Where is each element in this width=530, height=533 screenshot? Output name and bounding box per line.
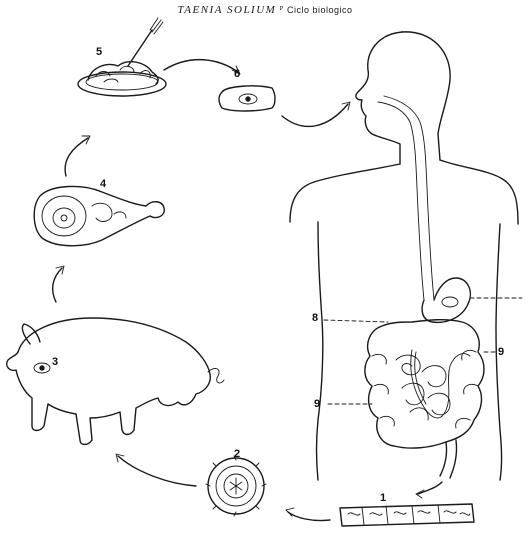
plate-of-food-icon (78, 18, 166, 96)
human-torso-icon (290, 32, 522, 480)
label-9-left: 9 (314, 398, 320, 410)
label-5: 5 (96, 46, 102, 58)
label-8: 8 (312, 312, 318, 324)
cycle-arrows (53, 60, 442, 521)
pig-icon (7, 318, 224, 445)
label-1: 1 (380, 492, 386, 504)
label-6: 6 (234, 68, 240, 80)
label-2: 2 (234, 448, 240, 460)
tapeworm-segments-icon (340, 504, 474, 526)
label-3: 3 (52, 356, 58, 368)
label-9-right: 9 (498, 346, 504, 358)
egg-icon (206, 456, 266, 516)
label-4: 4 (100, 178, 106, 190)
pork-ham-icon (34, 186, 164, 245)
raw-meat-icon (219, 86, 275, 111)
